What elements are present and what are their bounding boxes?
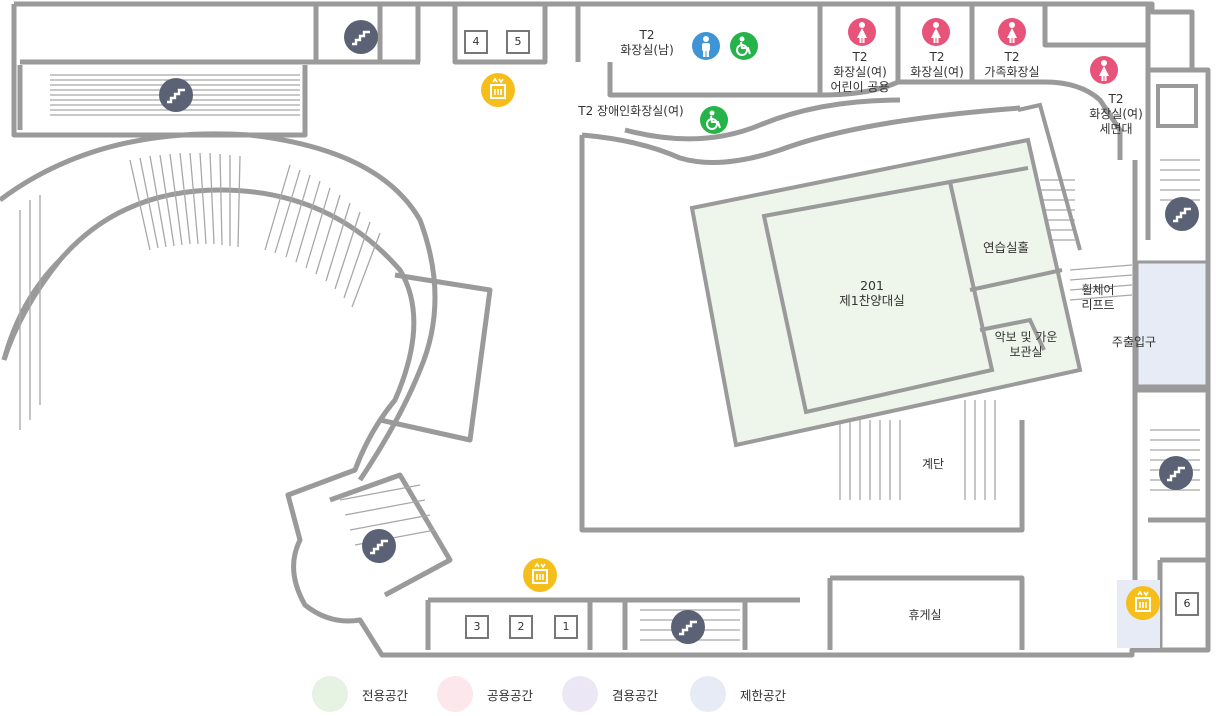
lounge-label: 휴게실 bbox=[908, 608, 942, 622]
stairs-icon bbox=[671, 610, 705, 644]
stairs-icon bbox=[344, 20, 378, 54]
stairs-icon bbox=[1165, 197, 1199, 231]
male-toilet-icon bbox=[692, 32, 720, 60]
female-restroom-label: T2 화장실(여) bbox=[910, 50, 964, 80]
female-vanity-restroom-label: T2 화장실(여) 세면대 bbox=[1089, 92, 1143, 137]
elevator-number: 4 bbox=[464, 30, 488, 54]
female-children-note: 어린이 공용 bbox=[830, 80, 890, 94]
stairs-icon bbox=[1159, 456, 1193, 490]
elevator-icon bbox=[1126, 586, 1160, 620]
wheelchair-lift-line-2: 리프트 bbox=[1081, 298, 1115, 312]
legend-label: 제한공간 bbox=[740, 687, 787, 703]
main-hall-name: 제1찬양대실 bbox=[839, 293, 905, 308]
legend-item-restricted: 제한공간 bbox=[690, 676, 786, 712]
outer-wall bbox=[1, 1, 1211, 658]
accessible-female-restroom-label: T2 장애인화장실(여) bbox=[578, 104, 684, 118]
elevator-number: 6 bbox=[1175, 592, 1199, 616]
elevator-number: 1 bbox=[554, 615, 578, 639]
main-hall-label: 201 제1찬양대실 bbox=[839, 278, 904, 308]
stairs-icon bbox=[159, 78, 193, 112]
wheelchair-icon bbox=[730, 32, 758, 60]
storage-room-label: 악보 및 가운 보관실 bbox=[995, 330, 1058, 360]
stairs-area-label: 계단 bbox=[921, 457, 945, 471]
family-restroom-name: 가족화장실 bbox=[984, 65, 1040, 79]
legend-swatch bbox=[312, 676, 348, 712]
female-toilet-icon bbox=[848, 18, 876, 46]
female-children-restroom-label: T2 화장실(여) 어린이 공용 bbox=[830, 50, 889, 95]
practice-hall-label: 연습실홀 bbox=[982, 240, 1030, 255]
female-restroom-name: 화장실(여) bbox=[910, 65, 964, 79]
wheelchair-icon bbox=[700, 106, 728, 134]
storage-line-2: 보관실 bbox=[1009, 345, 1043, 359]
legend-swatch bbox=[690, 676, 726, 712]
female-toilet-icon bbox=[922, 18, 950, 46]
main-hall-outline bbox=[689, 137, 1083, 448]
wheelchair-lift-line-1: 휠체어 bbox=[1081, 283, 1115, 297]
male-restroom-code: T2 bbox=[639, 28, 655, 42]
legend-label: 겸용공간 bbox=[612, 687, 659, 703]
legend-swatch bbox=[562, 676, 598, 712]
legend-item-shared: 겸용공간 bbox=[562, 676, 658, 712]
elevator-number: 5 bbox=[506, 30, 530, 54]
female-vanity-name: 화장실(여) bbox=[1089, 107, 1143, 121]
family-restroom-label: T2 가족화장실 bbox=[984, 50, 1039, 80]
female-vanity-code: T2 bbox=[1108, 92, 1124, 106]
female-children-code: T2 bbox=[852, 50, 868, 64]
female-toilet-icon bbox=[998, 18, 1026, 46]
family-restroom-code: T2 bbox=[1004, 50, 1020, 64]
female-children-name: 화장실(여) bbox=[833, 65, 887, 79]
female-restroom-code: T2 bbox=[929, 50, 945, 64]
legend-swatch bbox=[437, 676, 473, 712]
legend-label: 공용공간 bbox=[487, 687, 534, 703]
legend-item-private: 전용공간 bbox=[312, 676, 408, 712]
male-restroom-name: 화장실(남) bbox=[620, 43, 674, 57]
stairs-icon bbox=[362, 529, 396, 563]
main-hall-number: 201 bbox=[860, 278, 884, 293]
storage-line-1: 악보 및 가운 bbox=[994, 330, 1058, 344]
elevator-number: 3 bbox=[465, 615, 489, 639]
female-vanity-note: 세면대 bbox=[1099, 122, 1133, 136]
wheelchair-lift-label: 휠체어 리프트 bbox=[1081, 283, 1114, 313]
male-restroom-label: T2 화장실(남) bbox=[620, 28, 674, 58]
legend-label: 전용공간 bbox=[362, 687, 409, 703]
elevator-icon bbox=[481, 73, 515, 107]
legend-item-public: 공용공간 bbox=[437, 676, 533, 712]
female-toilet-icon bbox=[1090, 56, 1118, 84]
elevator-number: 2 bbox=[509, 615, 533, 639]
main-entrance-label: 주출입구 bbox=[1111, 335, 1157, 349]
elevator-icon bbox=[523, 558, 557, 592]
restricted-area bbox=[1135, 260, 1209, 388]
